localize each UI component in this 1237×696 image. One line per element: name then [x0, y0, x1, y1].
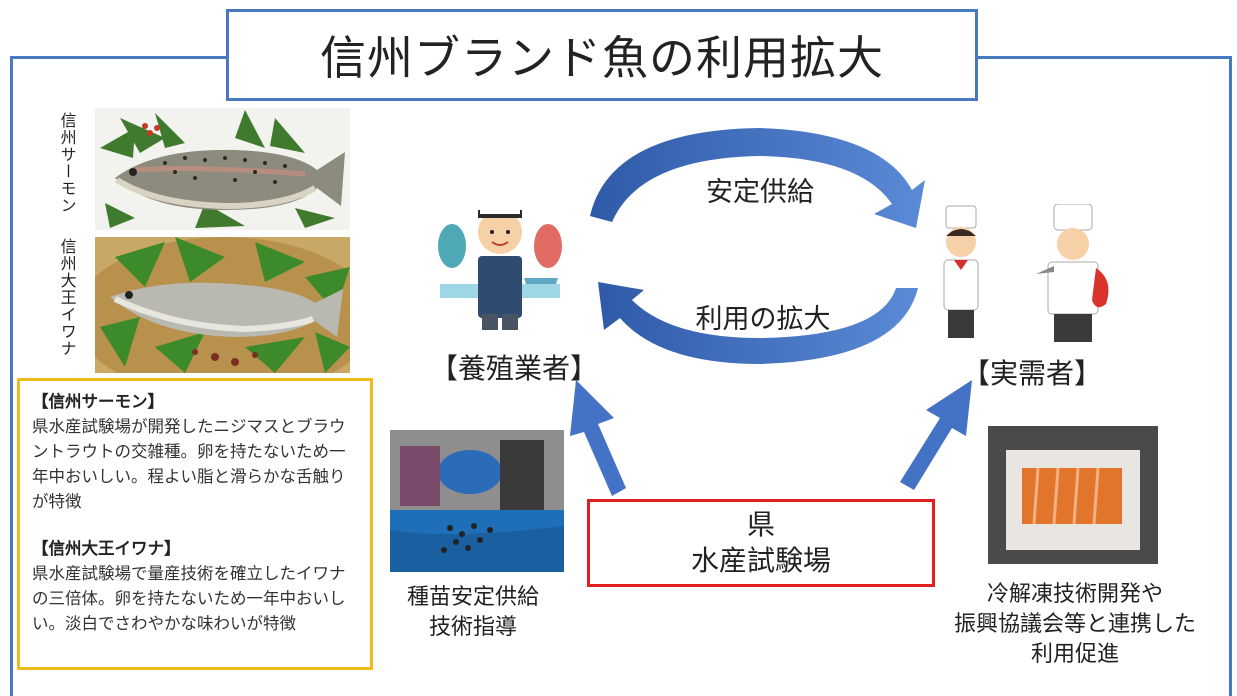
left-caption: 種苗安定供給 技術指導: [380, 583, 566, 643]
arrows-layer: [570, 128, 972, 496]
supply-arrow-label: 安定供給: [706, 177, 814, 208]
seedling-release-photo: [390, 430, 564, 572]
ken-to-users-arrow: [900, 380, 972, 490]
prefecture-label: 県: [746, 508, 775, 541]
right-caption-line-1: 冷解凍技術開発や: [986, 582, 1163, 607]
users-label: 【実需者】: [962, 357, 1103, 390]
salmon-label: 信州サーモン: [57, 112, 77, 214]
fisheries-station-label: 水産試験場: [690, 544, 831, 577]
right-caption-line-3: 利用促進: [1030, 642, 1119, 667]
iwana-label: 信州大王イワナ: [57, 238, 77, 357]
iwana-description: 県水産試験場で量産技術を確立したイワナの三倍体。卵を持たないため一年中おいしい。…: [32, 564, 346, 633]
iwana-photo: [95, 237, 350, 373]
expansion-arrow-label: 利用の拡大: [695, 304, 831, 335]
salmon-photo: [95, 108, 350, 230]
salmon-description: 県水産試験場が開発したニジマスとブラウントラウトの交雑種。卵を持たないため一年中…: [32, 417, 346, 511]
right-caption-line-2: 振興協議会等と連携した: [953, 612, 1196, 637]
iwana-heading: 【信州大王イワナ】: [32, 539, 181, 558]
left-caption-line-2: 技術指導: [428, 615, 517, 640]
prefecture-fisheries-station-box: 県 水産試験場: [587, 499, 935, 587]
right-caption: 冷解凍技術開発や 振興協議会等と連携した 利用促進: [930, 580, 1220, 670]
ken-to-farmers-arrow: [570, 380, 626, 496]
salmon-heading: 【信州サーモン】: [32, 392, 164, 411]
expansion-arrow: [598, 282, 918, 364]
chefs-illustration: [936, 203, 1116, 344]
fish-info-box: 【信州サーモン】 県水産試験場が開発したニジマスとブラウントラウトの交雑種。卵を…: [17, 378, 373, 670]
supply-arrow: [590, 128, 925, 228]
left-caption-line-1: 種苗安定供給: [406, 585, 539, 610]
page-title: 信州ブランド魚の利用拡大: [226, 9, 978, 101]
farmer-illustration: [434, 196, 566, 334]
frozen-salmon-photo: [988, 426, 1158, 564]
farmers-label: 【養殖業者】: [430, 352, 599, 385]
